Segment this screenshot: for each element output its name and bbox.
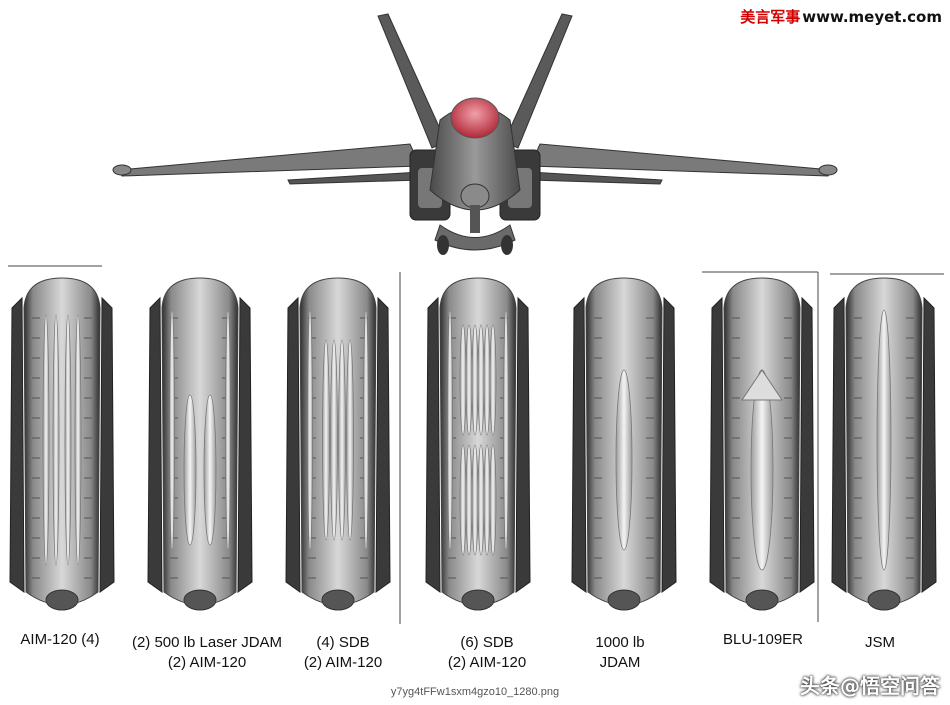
bay-label-7-line1: JSM	[865, 634, 895, 651]
sdb-bomb	[338, 339, 346, 541]
bay-door-right	[799, 296, 815, 593]
bay-label-5-line2: JDAM	[599, 654, 641, 671]
bay-door-left	[147, 296, 163, 593]
bay-label-1: AIM-120 (4)	[10, 630, 110, 650]
bay-bottom	[461, 589, 495, 611]
aim-120-missile	[225, 309, 231, 551]
aim-120-missile	[74, 314, 82, 566]
watermark-url: www.meyet.com	[802, 8, 942, 26]
bay-door-right	[515, 296, 531, 593]
laser-jdam-bomb	[183, 394, 197, 546]
aim-120-missile	[169, 309, 175, 551]
weapons-bay-3	[285, 277, 391, 611]
bay-label-2: (2) 500 lb Laser JDAM (2) AIM-120	[118, 633, 296, 673]
weapons-bay-6	[709, 277, 815, 611]
weapons-bays	[9, 277, 937, 611]
bay-door-right	[99, 296, 115, 593]
bay-door-left	[425, 296, 441, 593]
weapons-bay-2	[147, 277, 253, 611]
weapons-bay-7	[831, 277, 937, 611]
bay-label-2-line1: (2) 500 lb Laser JDAM	[131, 634, 283, 651]
bay-label-5-line1: 1000 lb	[595, 634, 645, 651]
bay-door-right	[237, 296, 253, 593]
bay-door-left	[831, 296, 847, 593]
blu-109er-fins	[741, 369, 783, 401]
sdb-bomb	[489, 324, 497, 436]
bay-bottom	[45, 589, 79, 611]
bay-door-right	[921, 296, 937, 593]
sdb-bomb	[346, 339, 354, 541]
aim-120-missile	[363, 309, 369, 551]
jdam-bomb	[615, 369, 633, 551]
watermark-cn: 美言军事	[740, 8, 801, 26]
bay-label-1-line1: AIM-120 (4)	[20, 631, 100, 648]
jsm-missile	[876, 309, 892, 571]
sdb-bomb	[459, 324, 467, 436]
weapons-bay-1	[9, 277, 115, 611]
weapons-bay-5	[571, 277, 677, 611]
sdb-bomb	[483, 324, 491, 436]
bay-bottom	[183, 589, 217, 611]
bay-label-2-line2: (2) AIM-120	[167, 654, 247, 671]
aim-120-missile	[42, 314, 50, 566]
bay-door-left	[571, 296, 587, 593]
bay-label-4: (6) SDB (2) AIM-120	[432, 633, 542, 673]
image-filename: y7yg4tFFw1sxm4gzo10_1280.png	[390, 686, 560, 698]
aim-120-missile	[64, 314, 72, 566]
bay-bottom	[867, 589, 901, 611]
bay-label-4-line2: (2) AIM-120	[447, 654, 527, 671]
sdb-bomb	[322, 339, 330, 541]
sdb-bomb	[465, 444, 473, 556]
sdb-bomb	[471, 324, 479, 436]
bay-bottom	[745, 589, 779, 611]
bay-door-left	[9, 296, 25, 593]
sdb-bomb	[465, 324, 473, 436]
bay-label-6: BLU-109ER	[708, 630, 818, 650]
aim-120-missile	[307, 309, 313, 551]
weapons-bay-4	[425, 277, 531, 611]
sdb-bomb	[483, 444, 491, 556]
bay-bottom	[607, 589, 641, 611]
bay-label-3-line2: (2) AIM-120	[303, 654, 383, 671]
aircraft-front-view	[112, 13, 838, 255]
bay-door-right	[375, 296, 391, 593]
bay-label-7: JSM	[840, 633, 920, 653]
aim-120-missile	[503, 309, 509, 551]
bay-body	[23, 277, 101, 606]
sdb-bomb	[477, 444, 485, 556]
bay-label-3-line1: (4) SDB	[316, 634, 370, 651]
bay-door-right	[661, 296, 677, 593]
sdb-bomb	[330, 339, 338, 541]
bay-door-left	[709, 296, 725, 593]
bay-bottom	[321, 589, 355, 611]
sdb-bomb	[489, 444, 497, 556]
bay-door-left	[285, 296, 301, 593]
brand-watermark: 头条@悟空问答	[800, 674, 940, 698]
laser-jdam-bomb	[203, 394, 217, 546]
bay-label-5: 1000 lb JDAM	[570, 633, 670, 673]
sdb-bomb	[477, 324, 485, 436]
bay-label-6-line1: BLU-109ER	[722, 631, 804, 648]
sdb-bomb	[471, 444, 479, 556]
bay-label-4-line1: (6) SDB	[460, 634, 514, 651]
aim-120-missile	[52, 314, 60, 566]
aim-120-missile	[447, 309, 453, 551]
bay-label-3: (4) SDB (2) AIM-120	[288, 633, 398, 673]
sdb-bomb	[459, 444, 467, 556]
